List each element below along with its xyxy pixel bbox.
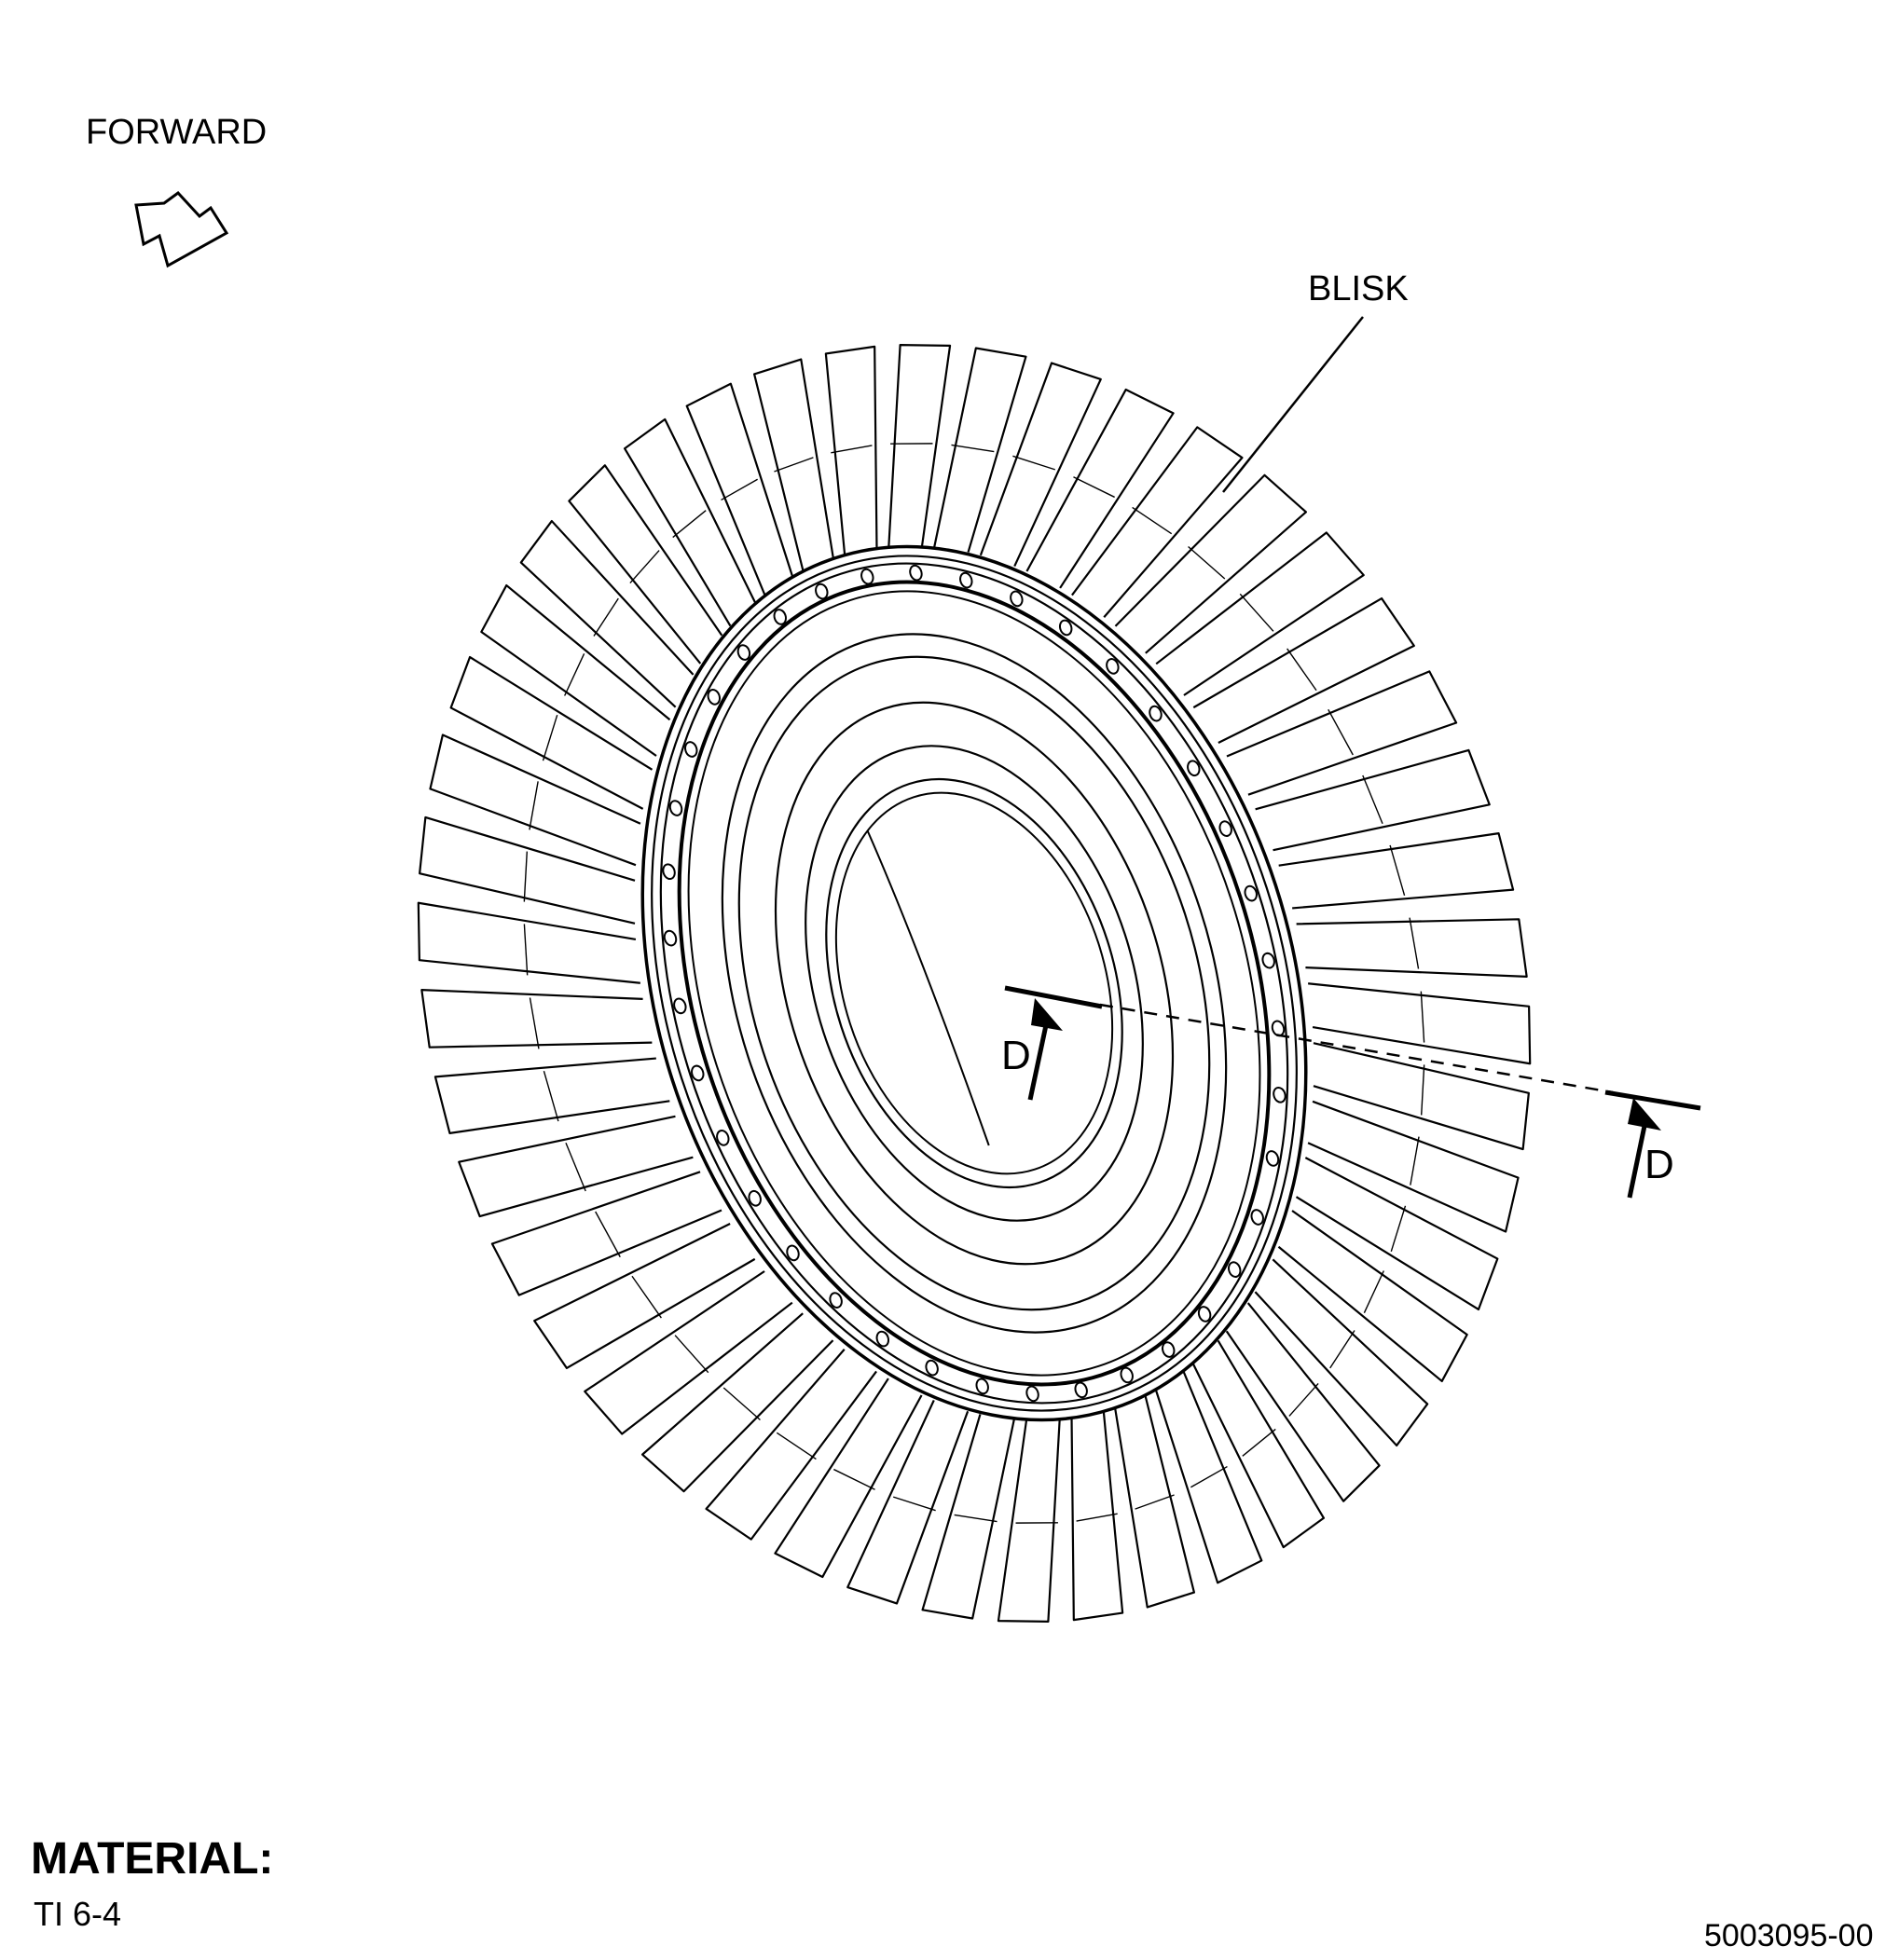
blisk-label: BLISK	[1308, 269, 1409, 308]
material-title: MATERIAL:	[31, 1834, 273, 1884]
section-cut-bar-right	[1605, 1092, 1700, 1108]
blisk-leader-line	[1223, 317, 1363, 492]
forward-arrow-icon	[136, 193, 227, 266]
forward-label: FORWARD	[86, 113, 267, 152]
figure-number: 5003095-00	[1704, 1918, 1874, 1953]
section-label-left: D	[1001, 1033, 1031, 1078]
section-label-right: D	[1644, 1142, 1674, 1187]
material-value: TI 6-4	[34, 1895, 121, 1933]
